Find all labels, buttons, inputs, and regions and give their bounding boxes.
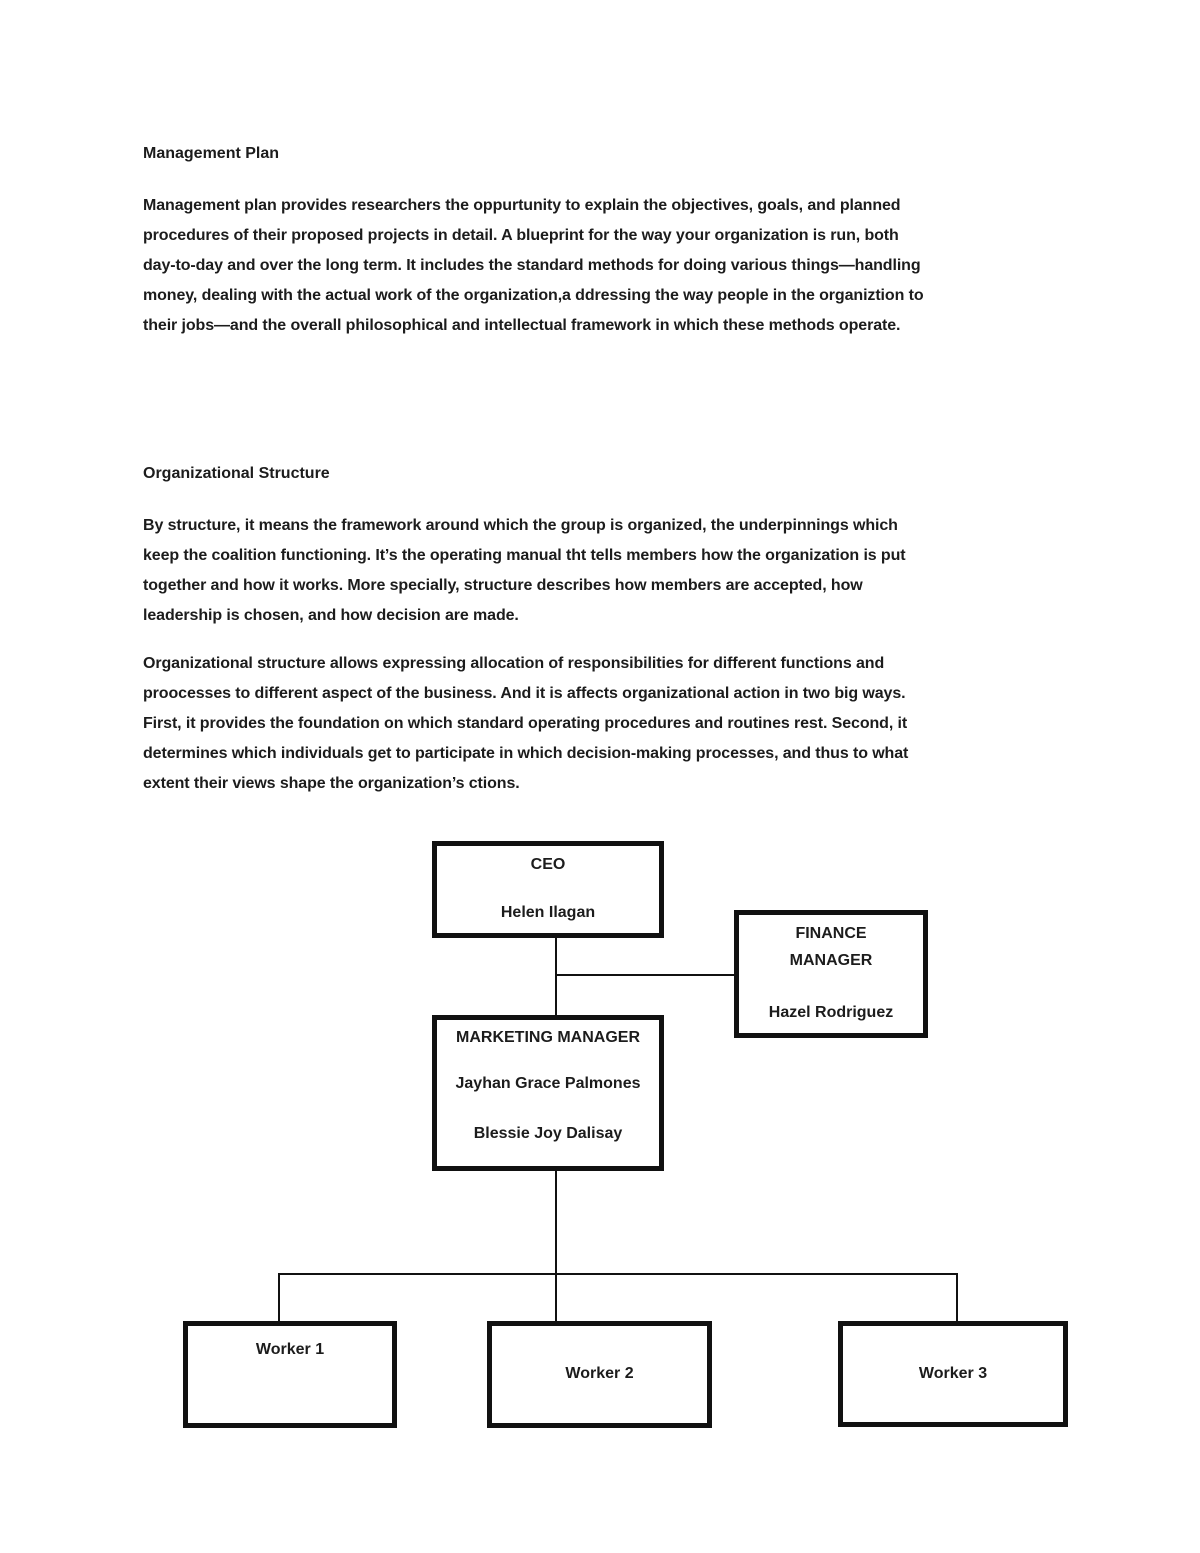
document-title: Management Plan <box>143 145 280 162</box>
org-node-marketing-title: MARKETING MANAGER <box>456 1029 640 1046</box>
text-line: proocesses to different aspect of the bu… <box>143 685 906 702</box>
paragraph-structure-allocation: Organizational structure allows expressi… <box>143 649 1103 799</box>
text-line: leadership is chosen, and how decision a… <box>143 607 519 624</box>
org-node-ceo-title: CEO <box>530 856 566 873</box>
text-line: money, dealing with the actual work of t… <box>143 287 924 304</box>
org-node-worker2: Worker 2 <box>487 1321 712 1428</box>
org-node-ceo-name: Helen Ilagan <box>500 904 596 921</box>
org-node-worker2-label: Worker 2 <box>565 1365 634 1382</box>
org-node-marketing-manager: MARKETING MANAGER Jayhan Grace Palmones … <box>432 1015 664 1171</box>
org-node-worker3-label: Worker 3 <box>918 1365 988 1382</box>
connector-drop-worker3 <box>956 1273 958 1323</box>
org-node-marketing-name2: Blessie Joy Dalisay <box>473 1125 623 1142</box>
connector-drop-worker1 <box>278 1273 280 1323</box>
org-node-marketing-name1: Jayhan Grace Palmones <box>455 1075 641 1092</box>
paragraph-management-plan: Management plan provides researchers the… <box>143 191 1103 341</box>
text-line: Management plan provides researchers the… <box>143 197 901 214</box>
text-line: their jobs—and the overall philosophical… <box>143 317 901 334</box>
connector-marketing-to-workers <box>555 1169 557 1323</box>
connector-workers-rail <box>278 1273 958 1275</box>
org-node-worker3: Worker 3 <box>838 1321 1068 1427</box>
text-line: determines which individuals get to part… <box>143 745 909 762</box>
org-node-ceo: CEO Helen Ilagan <box>432 841 664 938</box>
text-line: together and how it works. More speciall… <box>143 577 863 594</box>
org-node-finance-title-line2: MANAGER <box>789 952 873 969</box>
org-node-worker1-label: Worker 1 <box>255 1341 325 1358</box>
text-line: By structure, it means the framework aro… <box>143 517 898 534</box>
text-line: day-to-day and over the long term. It in… <box>143 257 921 274</box>
text-line: extent their views shape the organizatio… <box>143 775 520 792</box>
section-heading-organizational-structure: Organizational Structure <box>143 465 330 482</box>
org-node-finance-name: Hazel Rodriguez <box>768 1004 894 1021</box>
org-node-finance-manager: FINANCE MANAGER Hazel Rodriguez <box>734 910 928 1038</box>
text-line: procedures of their proposed projects in… <box>143 227 899 244</box>
org-node-finance-title-line1: FINANCE <box>795 925 867 942</box>
paragraph-structure-definition: By structure, it means the framework aro… <box>143 511 1103 631</box>
org-node-worker1: Worker 1 <box>183 1321 397 1428</box>
connector-ceo-to-finance <box>556 974 734 976</box>
text-line: keep the coalition functioning. It’s the… <box>143 547 906 564</box>
text-line: Organizational structure allows expressi… <box>143 655 885 672</box>
connector-ceo-to-marketing <box>555 938 557 1017</box>
text-line: First, it provides the foundation on whi… <box>143 715 908 732</box>
